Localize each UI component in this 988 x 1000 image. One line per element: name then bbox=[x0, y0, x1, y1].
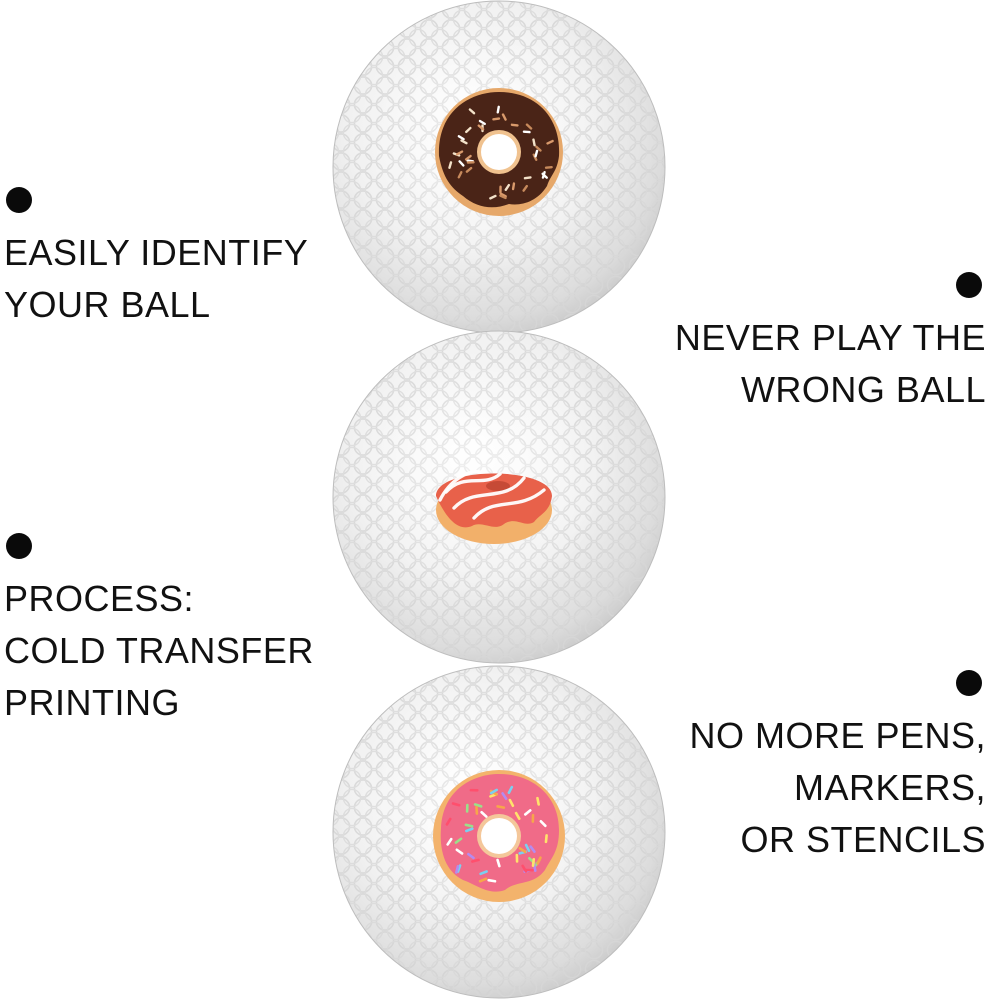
feature-process: PROCESS: COLD TRANSFER PRINTING bbox=[4, 533, 314, 729]
bullet-icon bbox=[956, 670, 982, 696]
golf-ball-top bbox=[332, 0, 666, 334]
feature-text-line: YOUR BALL bbox=[4, 284, 211, 325]
feature-text-line: PRINTING bbox=[4, 682, 181, 723]
feature-easily-identify: EASILY IDENTIFY YOUR BALL bbox=[4, 187, 308, 331]
bullet-icon bbox=[6, 187, 32, 213]
chocolate-donut-icon bbox=[435, 88, 563, 216]
feature-text-line: NEVER PLAY THE bbox=[674, 317, 986, 358]
bullet-icon bbox=[956, 272, 982, 298]
feature-text-line: MARKERS, bbox=[793, 767, 986, 808]
feature-text-line: PROCESS: bbox=[4, 578, 195, 619]
feature-no-more-pens: NO MORE PENS, MARKERS, OR STENCILS bbox=[689, 670, 986, 866]
feature-text-line: OR STENCILS bbox=[740, 819, 986, 860]
feature-text-line: NO MORE PENS, bbox=[689, 715, 986, 756]
bullet-icon bbox=[6, 533, 32, 559]
feature-text-line: WRONG BALL bbox=[740, 369, 986, 410]
golf-ball-bottom bbox=[332, 665, 666, 999]
pink-sprinkle-donut-icon bbox=[433, 770, 565, 902]
feature-text-line: COLD TRANSFER bbox=[4, 630, 314, 671]
glazed-donut-icon bbox=[436, 470, 552, 544]
feature-never-play-wrong: NEVER PLAY THE WRONG BALL bbox=[675, 272, 986, 416]
feature-text-line: EASILY IDENTIFY bbox=[4, 232, 309, 273]
golf-ball-middle bbox=[332, 330, 666, 664]
